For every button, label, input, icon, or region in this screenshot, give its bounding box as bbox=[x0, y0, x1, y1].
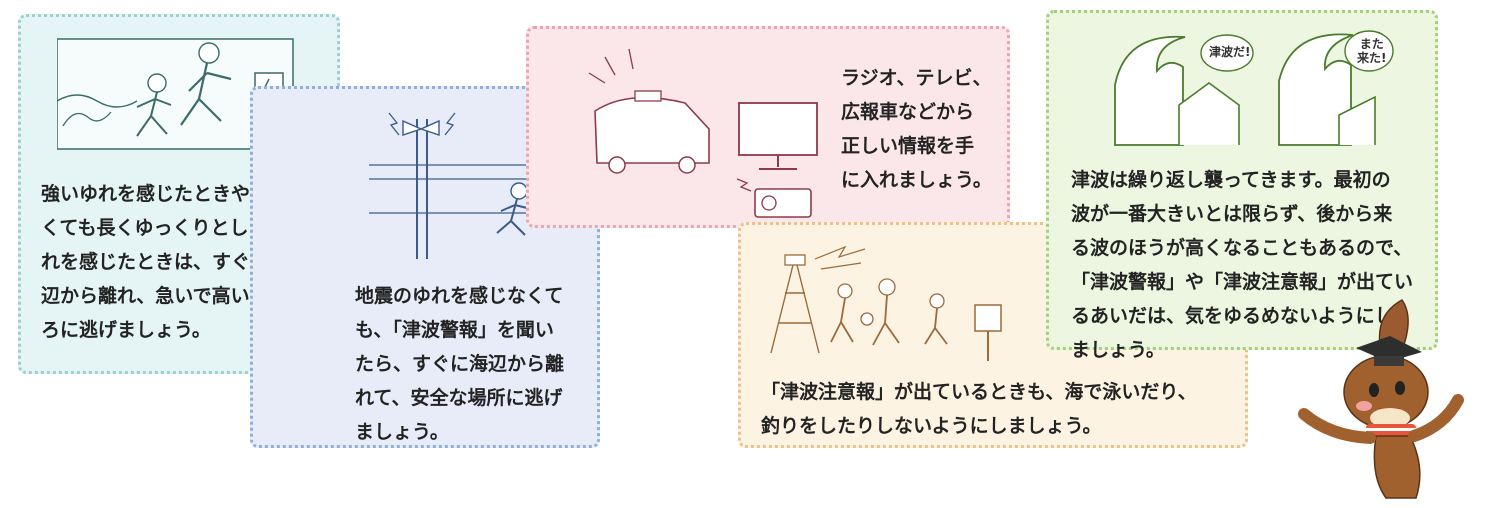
text-line: 津波は繰り返し襲ってきます。最初の bbox=[1071, 169, 1391, 191]
tsunami-waves-illustration bbox=[1114, 30, 1394, 146]
text-line: 波が一番大きいとは限らず、後から来 bbox=[1071, 203, 1393, 225]
text-line: る波のほうが高くなることもあるので、 bbox=[1071, 237, 1413, 259]
text-line: くても長くゆっくりとしたゆ bbox=[41, 217, 287, 239]
text-line: に入れましょう。 bbox=[841, 169, 992, 191]
text-line: 辺から離れ、急いで高いとこ bbox=[41, 285, 288, 307]
card-text: 地震のゆれを感じなくて も、「津波警報」を聞い たら、すぐに海辺から離 れて、安… bbox=[355, 279, 564, 449]
pa-van-tv-radio-illustration bbox=[588, 48, 818, 218]
bubble-text: また bbox=[1359, 37, 1384, 51]
text-line: も、「津波警報」を聞い bbox=[355, 319, 554, 341]
text-line: るあいだは、気をゆるめないようにし bbox=[1071, 305, 1394, 327]
text-line: れを感じたときは、すぐに海 bbox=[41, 251, 289, 273]
bubble-text: 来た! bbox=[1357, 51, 1387, 65]
text-line: 正しい情報を手 bbox=[841, 135, 975, 157]
text-line: たら、すぐに海辺から離 bbox=[355, 353, 565, 375]
text-line: 地震のゆれを感じなくて bbox=[355, 285, 564, 307]
rabbit-mascot-illustration bbox=[1298, 299, 1464, 499]
text-line: ろに逃げましょう。 bbox=[41, 319, 211, 341]
card-text: ラジオ、テレビ、 広報車などから 正しい情報を手 に入れましょう。 bbox=[841, 61, 992, 197]
people-running-illustration bbox=[57, 38, 294, 150]
text-line: ラジオ、テレビ、 bbox=[841, 67, 992, 89]
family-evacuating-illustration bbox=[770, 245, 1002, 361]
card-repeated-waves: 津波だ! また 来た! 津波は繰り返し襲ってきます。最初の 波が一番大きいとは限… bbox=[1046, 10, 1438, 361]
text-line: 「津波注意報」が出ているときも、海で泳いだり、 bbox=[761, 381, 1197, 403]
card-text: 「津波注意報」が出ているときも、海で泳いだり、 釣りをしたりしないようにしましょ… bbox=[761, 375, 1197, 443]
bubble-text: 津波だ! bbox=[1209, 45, 1251, 59]
text-line: 強いゆれを感じたときや、弱 bbox=[41, 183, 288, 205]
text-line: 「津波警報」や「津波注意報」が出てい bbox=[1071, 271, 1414, 293]
bubble-right: また 来た! bbox=[1357, 37, 1386, 65]
text-line: 広報車などから bbox=[841, 101, 975, 123]
text-line: 釣りをしたりしないようにしましょう。 bbox=[761, 415, 1102, 437]
text-line: れて、安全な場所に逃げ bbox=[355, 387, 563, 409]
bubble-left: 津波だ! bbox=[1209, 45, 1250, 59]
text-line: ましょう。 bbox=[355, 421, 449, 443]
card-text: 強いゆれを感じたときや、弱 くても長くゆっくりとしたゆ れを感じたときは、すぐに… bbox=[41, 177, 288, 347]
card-get-information: ラジオ、テレビ、 広報車などから 正しい情報を手 に入れましょう。 bbox=[526, 26, 1010, 228]
text-line: ましょう。 bbox=[1071, 339, 1165, 361]
card-text: 津波は繰り返し襲ってきます。最初の 波が一番大きいとは限らず、後から来 る波のほ… bbox=[1071, 163, 1413, 367]
